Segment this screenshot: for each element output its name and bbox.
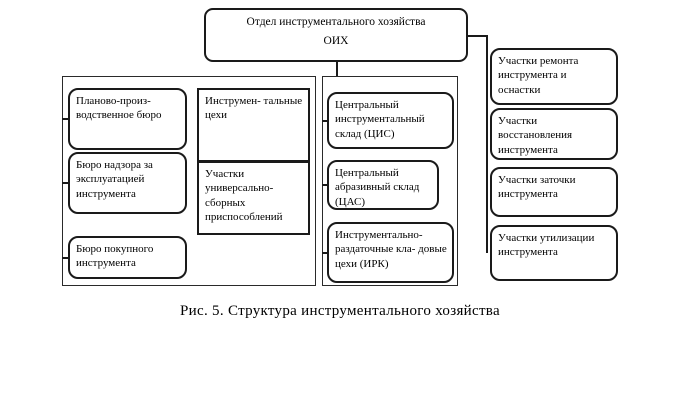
right-branch-vertical-line [486, 35, 488, 253]
central-abrasive-warehouse-box: Центральный абразивный склад (ЦАС) [327, 160, 439, 210]
tool-shops-label: Инструмен- тальные цехи [205, 95, 303, 122]
purchased-tools-bureau-box: Бюро покупного инструмента [68, 236, 187, 279]
right-branch-horizontal-line [468, 35, 488, 37]
tool-dispensing-storerooms-label: Инструментально- раздаточные кла- довые … [335, 229, 447, 270]
restoration-sections-label: Участки восстановления инструмента [498, 115, 573, 156]
figure-caption: Рис. 5. Структура инструментального хозя… [180, 303, 500, 319]
group-bureaus-and-shops [62, 76, 316, 286]
disposal-sections-box: Участки утилизации инструмента [490, 225, 618, 281]
planning-bureau-label: Планово-произ- водственное бюро [76, 95, 162, 122]
group-warehouses [322, 76, 458, 286]
repair-sections-label: Участки ремонта инструмента и оснастки [498, 55, 579, 96]
central-tool-warehouse-label: Центральный инструментальный склад (ЦИС) [335, 99, 425, 140]
root-box-title: Отдел инструментального хозяйства [246, 16, 426, 28]
connector-line [62, 118, 68, 120]
supervision-bureau-box: Бюро надзора за эксплуатацией инструмент… [68, 152, 187, 214]
connector-line [322, 120, 327, 122]
root-box: Отдел инструментального хозяйства ОИХ [204, 8, 468, 62]
restoration-sections-box: Участки восстановления инструмента [490, 108, 618, 160]
universal-fixtures-box: Участки универсально- сборных приспособл… [197, 161, 310, 235]
sharpening-sections-box: Участки заточки инструмента [490, 167, 618, 217]
universal-fixtures-label: Участки универсально- сборных приспособл… [205, 168, 283, 223]
central-tool-warehouse-box: Центральный инструментальный склад (ЦИС) [327, 92, 454, 149]
purchased-tools-bureau-label: Бюро покупного инструмента [76, 243, 154, 270]
tool-shops-box: Инструмен- тальные цехи [197, 88, 310, 162]
connector-line [62, 257, 68, 259]
disposal-sections-label: Участки утилизации инструмента [498, 232, 595, 259]
repair-sections-box: Участки ремонта инструмента и оснастки [490, 48, 618, 105]
supervision-bureau-label: Бюро надзора за эксплуатацией инструмент… [76, 159, 153, 200]
planning-bureau-box: Планово-произ- водственное бюро [68, 88, 187, 150]
central-abrasive-warehouse-label: Центральный абразивный склад (ЦАС) [335, 167, 420, 208]
connector-line [322, 252, 327, 254]
connector-line [322, 184, 327, 186]
tool-dispensing-storerooms-box: Инструментально- раздаточные кла- довые … [327, 222, 454, 283]
sharpening-sections-label: Участки заточки инструмента [498, 174, 576, 201]
root-box-abbr: ОИХ [323, 35, 349, 47]
root-connector-line [336, 62, 338, 76]
connector-line [62, 182, 68, 184]
